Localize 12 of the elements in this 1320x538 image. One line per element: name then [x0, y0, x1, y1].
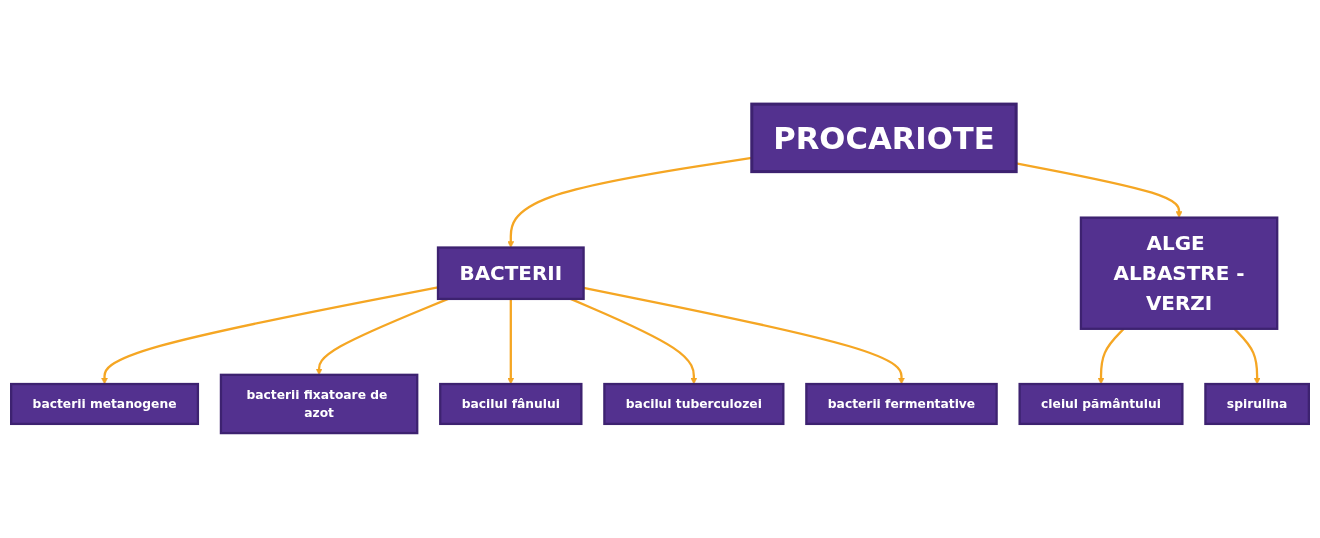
node-box: spirulina: [1204, 383, 1310, 426]
node-box: PROCARIOTE: [750, 102, 1018, 174]
arrow: [583, 287, 905, 385]
node-box: cleiul pământului: [1018, 383, 1184, 426]
node-box: bacilul fânului: [439, 383, 583, 426]
node-box: bacterii metanogene: [10, 383, 200, 426]
node-box: bacterii fermentative: [805, 383, 998, 426]
node-box: ALGE ALBASTRE -VERZI: [1079, 216, 1279, 331]
node-box: BACTERII: [436, 246, 585, 301]
node-box: bacterii fixatoare de azot: [219, 374, 419, 435]
arrow: [507, 299, 515, 385]
node-box: bacilul tuberculozei: [603, 383, 785, 426]
